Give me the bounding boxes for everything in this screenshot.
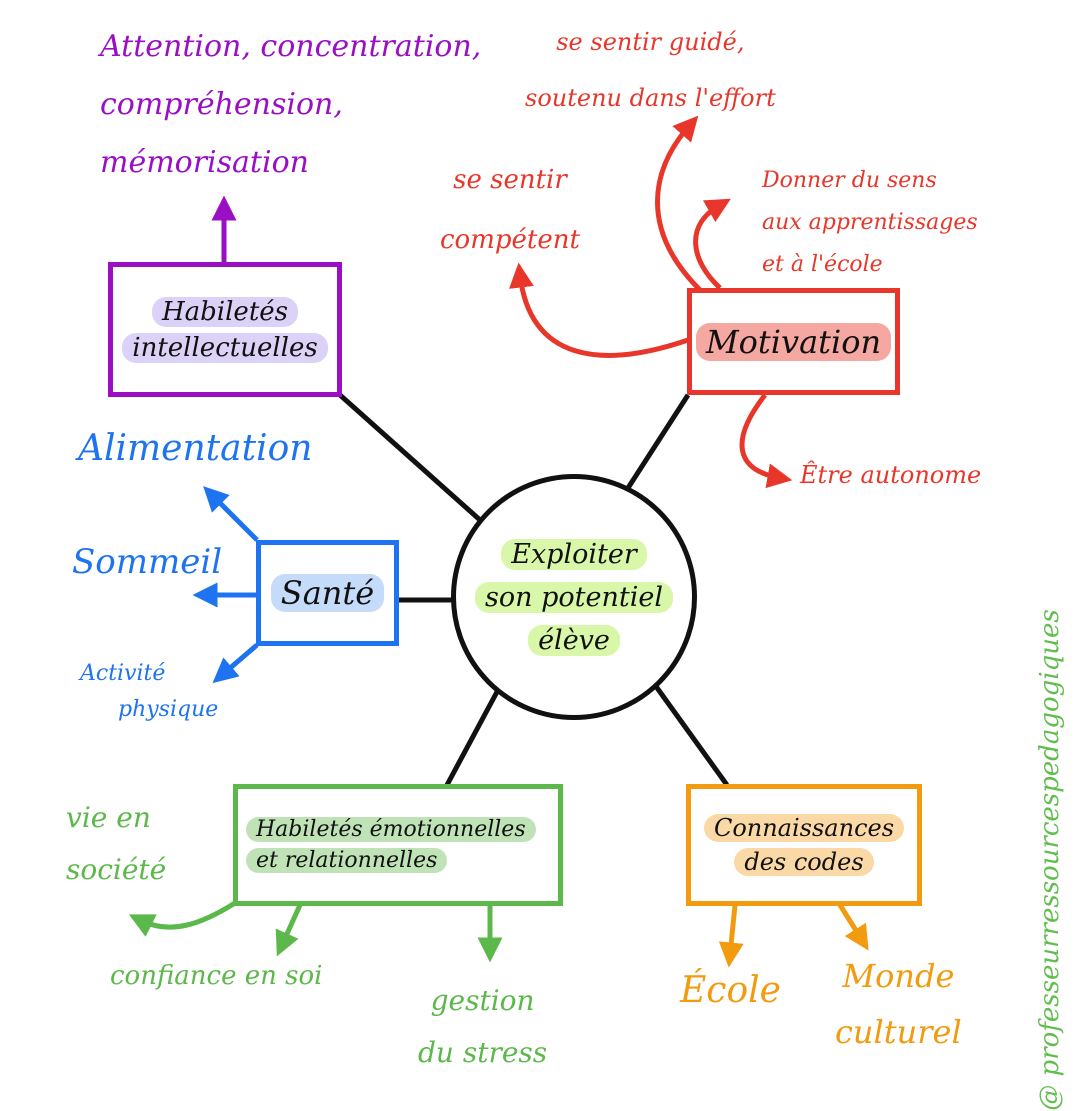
arrow-alimentation [203,486,259,542]
leaf-sens: Donner du sens aux apprentissages et à l… [762,160,978,286]
leaf-confiance: confiance en soi [110,961,323,992]
leaf-monde-culturel: Monde culturel [835,948,962,1060]
node-title-line: Santé [270,574,385,612]
node-title-line: et relationnelles [246,848,448,873]
arrow-autonome [739,393,793,489]
leaf-line: confiance en soi [110,961,323,991]
leaf-line: aux apprentissages [762,210,978,235]
node-motivation[interactable]: Motivation [687,288,900,395]
center-line: son potentiel [475,581,673,613]
leaf-line: et à l'école [762,252,883,277]
leaf-autonome: Être autonome [800,461,982,490]
spoke-connaissance-codes [652,683,730,787]
leaf-line: vie en [66,801,151,834]
arrow-societe [128,900,237,937]
leaf-line: se sentir [453,165,567,195]
leaf-sommeil: Sommeil [72,542,223,582]
center-line: Exploiter [501,538,647,570]
leaf-attention: Attention, concentration, compréhension,… [100,18,481,192]
leaf-line: culturel [835,1013,962,1051]
leaf-line: Monde [842,957,955,995]
node-title-line: Habiletés [151,296,298,327]
node-title-line: Motivation [695,322,892,361]
leaf-ecole: École [680,970,781,1011]
node-habiletes-intellectuelles[interactable]: Habiletés intellectuelles [108,262,342,397]
arrow-monde [837,903,869,951]
leaf-line: gestion [430,984,535,1017]
spoke-habiletes-emotionnelles [444,688,501,787]
leaf-guide: se sentir guidé, soutenu dans l'effort [525,14,776,126]
leaf-line: physique [118,697,219,722]
arrow-competent [509,262,689,358]
leaf-line: Alimentation [78,428,313,469]
arrow-sens [693,198,731,290]
node-title-line: Habiletés émotionnelles [246,817,536,842]
spoke-motivation [625,393,691,490]
node-sante[interactable]: Santé [256,540,399,646]
spoke-habiletes-intellectuelles [338,393,482,522]
leaf-line: société [66,853,167,886]
leaf-competent: se sentir compétent [440,150,580,270]
node-habiletes-emotionnelles[interactable]: Habiletés émotionnelles et relationnelle… [233,784,563,906]
arrow-confiance [275,903,303,957]
arrow-ecole [718,904,744,968]
leaf-line: Être autonome [800,461,982,489]
leaf-line: du stress [418,1036,548,1069]
leaf-societe: vie en société [66,792,166,896]
leaf-line: Donner du sens [762,168,937,193]
leaf-line: mémorisation [100,145,309,180]
node-title-line: des codes [734,848,874,876]
leaf-line: compétent [440,225,580,255]
leaf-stress: gestion du stress [418,975,547,1079]
node-title-line: Connaissances [703,814,905,842]
node-title-line: intellectuelles [122,332,328,363]
leaf-line: se sentir guidé, [556,28,745,56]
connectors-layer [128,115,869,968]
arrow-activite [212,643,259,684]
leaf-line: Activité [80,661,166,686]
leaf-line: Attention, concentration, [100,29,482,64]
leaf-line: Sommeil [72,542,223,582]
leaf-line: compréhension, [100,87,343,122]
watermark: @ professeurressourcespedagogiques [1035,609,1065,1111]
leaf-line: soutenu dans l'effort [525,84,776,112]
arrow-guide [655,115,702,292]
leaf-activite: Activité physique [80,656,218,728]
leaf-alimentation: Alimentation [78,428,312,469]
center-line: élève [528,624,620,656]
node-connaissance-codes[interactable]: Connaissances des codes [686,784,922,906]
leaf-line: École [680,970,781,1011]
center-node[interactable]: Exploiter son potentiel élève [451,474,697,720]
